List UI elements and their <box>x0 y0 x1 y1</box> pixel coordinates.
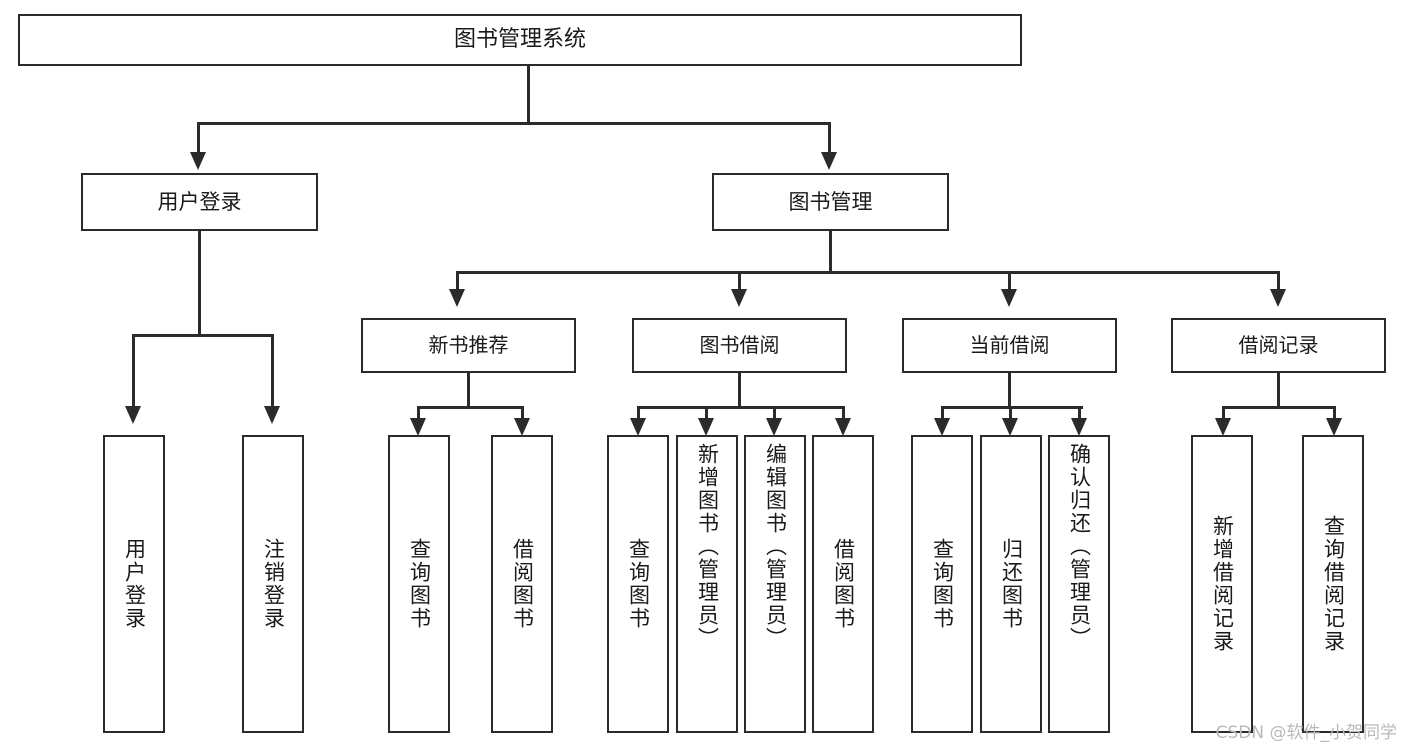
node-label: 新书推荐 <box>428 332 509 357</box>
arrow-down-icon <box>698 418 714 436</box>
leaf-borrow-book[interactable]: 借阅图书 <box>812 435 874 733</box>
connector-login-bar <box>132 334 273 337</box>
leaf-confirm-return-admin[interactable]: 确认归还（管理员） <box>1048 435 1110 733</box>
node-label: 查询借阅记录 <box>1321 515 1346 653</box>
leaf-query-book-current[interactable]: 查询图书 <box>911 435 973 733</box>
arrow-down-icon <box>1001 289 1017 307</box>
arrow-down-icon <box>934 418 950 436</box>
connector-borrow-c1 <box>637 406 640 420</box>
connector-current-c3 <box>1078 406 1081 420</box>
connector-record-c1 <box>1222 406 1225 420</box>
leaf-query-book-recommend[interactable]: 查询图书 <box>388 435 450 733</box>
connector-borrow-stem <box>738 373 741 408</box>
connector-newbook-c2 <box>521 406 524 420</box>
leaf-query-borrow-record[interactable]: 查询借阅记录 <box>1302 435 1364 733</box>
connector-borrow-bar <box>637 406 845 409</box>
watermark-text: CSDN @软件_小贺同学 <box>1215 723 1397 743</box>
node-book-borrow[interactable]: 图书借阅 <box>632 318 847 373</box>
node-label: 用户登录 <box>122 538 147 630</box>
node-new-book-recommend[interactable]: 新书推荐 <box>361 318 576 373</box>
node-label: 编辑图书（管理员） <box>763 443 788 650</box>
leaf-edit-book-admin[interactable]: 编辑图书（管理员） <box>744 435 806 733</box>
leaf-add-book-admin[interactable]: 新增图书（管理员） <box>676 435 738 733</box>
node-label: 图书借阅 <box>699 332 780 357</box>
connector-borrow-c4 <box>842 406 845 420</box>
arrow-down-icon <box>630 418 646 436</box>
connector-login-child1 <box>132 334 135 408</box>
node-label: 归还图书 <box>999 538 1024 630</box>
node-borrow-record[interactable]: 借阅记录 <box>1171 318 1386 373</box>
connector-record-stem <box>1277 373 1280 408</box>
leaf-add-borrow-record[interactable]: 新增借阅记录 <box>1191 435 1253 733</box>
arrow-down-icon <box>766 418 782 436</box>
connector-borrow-c2 <box>705 406 708 420</box>
arrow-down-icon <box>835 418 851 436</box>
arrow-down-icon <box>410 418 426 436</box>
node-user-login[interactable]: 用户登录 <box>81 173 318 231</box>
node-label: 用户登录 <box>157 189 242 214</box>
connector-root-to-bookmgmt <box>828 122 831 154</box>
node-label: 查询图书 <box>930 538 955 630</box>
leaf-user-login[interactable]: 用户登录 <box>103 435 165 733</box>
node-label: 借阅图书 <box>510 538 535 630</box>
node-book-management[interactable]: 图书管理 <box>712 173 949 231</box>
node-label: 注销登录 <box>261 538 286 630</box>
node-label: 图书管理系统 <box>453 27 586 53</box>
connector-login-child2 <box>271 334 274 408</box>
node-label: 图书管理 <box>788 189 873 214</box>
arrow-down-icon <box>1215 418 1231 436</box>
connector-current-stem <box>1008 373 1011 408</box>
connector-newbook-c1 <box>417 406 420 420</box>
node-current-borrow[interactable]: 当前借阅 <box>902 318 1117 373</box>
connector-current-c1 <box>941 406 944 420</box>
arrow-down-icon <box>190 152 206 170</box>
leaf-borrow-book-recommend[interactable]: 借阅图书 <box>491 435 553 733</box>
connector-bookmgmt-bar <box>456 271 1280 274</box>
connector-bookmgmt-stem <box>829 231 832 274</box>
connector-newbook-bar <box>417 406 524 409</box>
arrow-down-icon <box>264 406 280 424</box>
connector-current-c2 <box>1009 406 1012 420</box>
connector-login-stem <box>198 231 201 336</box>
connector-bookmgmt-c1 <box>456 271 459 291</box>
arrow-down-icon <box>1270 289 1286 307</box>
node-label: 确认归还（管理员） <box>1067 443 1092 650</box>
node-label: 借阅记录 <box>1238 332 1319 357</box>
connector-bookmgmt-c4 <box>1277 271 1280 291</box>
connector-root-bar <box>197 122 830 125</box>
connector-root-to-login <box>197 122 200 154</box>
node-label: 新增图书（管理员） <box>695 443 720 650</box>
node-label: 借阅图书 <box>831 538 856 630</box>
arrow-down-icon <box>449 289 465 307</box>
node-label: 当前借阅 <box>969 332 1050 357</box>
arrow-down-icon <box>514 418 530 436</box>
leaf-return-book[interactable]: 归还图书 <box>980 435 1042 733</box>
node-label: 新增借阅记录 <box>1210 515 1235 653</box>
node-root-system[interactable]: 图书管理系统 <box>18 14 1022 66</box>
connector-bookmgmt-c3 <box>1008 271 1011 291</box>
connector-record-bar <box>1222 406 1336 409</box>
arrow-down-icon <box>125 406 141 424</box>
connector-newbook-stem <box>467 373 470 408</box>
connector-root-stem <box>527 66 530 123</box>
arrow-down-icon <box>1002 418 1018 436</box>
arrow-down-icon <box>731 289 747 307</box>
node-label: 查询图书 <box>626 538 651 630</box>
leaf-query-book-borrow[interactable]: 查询图书 <box>607 435 669 733</box>
leaf-user-logout[interactable]: 注销登录 <box>242 435 304 733</box>
arrow-down-icon <box>821 152 837 170</box>
arrow-down-icon <box>1071 418 1087 436</box>
connector-bookmgmt-c2 <box>738 271 741 291</box>
arrow-down-icon <box>1326 418 1342 436</box>
connector-current-bar <box>941 406 1083 409</box>
node-label: 查询图书 <box>407 538 432 630</box>
connector-record-c2 <box>1333 406 1336 420</box>
connector-borrow-c3 <box>773 406 776 420</box>
